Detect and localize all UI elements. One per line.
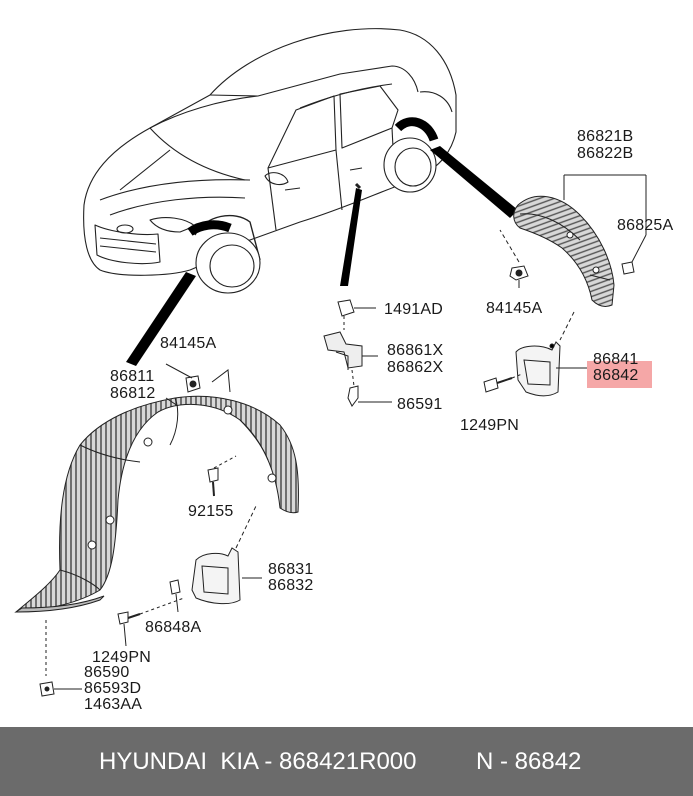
part-label-86821b[interactable]: 86821B — [577, 128, 634, 145]
part-label-86832[interactable]: 86832 — [268, 577, 314, 594]
clip-86848a — [169, 579, 181, 613]
part-label-86812[interactable]: 86812 — [110, 385, 156, 402]
rear-mud-guard — [515, 311, 590, 397]
front-guard-callout-line — [165, 397, 179, 407]
front-mud-guard — [191, 505, 262, 605]
part-label-86591[interactable]: 86591 — [397, 396, 443, 413]
part-label-86825a[interactable]: 86825A — [617, 217, 674, 234]
bracket-86861x — [323, 331, 378, 387]
part-label-86593d[interactable]: 86593D — [84, 680, 142, 697]
nut-84145a-rear — [499, 229, 529, 288]
footer-part-number: HYUNDAI KIA - 868421R000 — [99, 747, 417, 775]
fastener-86590 — [39, 620, 82, 697]
part-label-86811[interactable]: 86811 — [110, 368, 155, 385]
part-label-1463aa[interactable]: 1463AA — [84, 696, 143, 713]
part-label-86822b[interactable]: 86822B — [577, 145, 634, 162]
part-label-84145a-front[interactable]: 84145A — [160, 335, 217, 352]
part-label-1249pn-front[interactable]: 1249PN — [92, 649, 152, 666]
front-wheel-guard — [14, 395, 299, 613]
part-label-86590[interactable]: 86590 — [84, 664, 130, 681]
part-label-86842[interactable]: 86842 — [593, 367, 639, 384]
part-label-92155[interactable]: 92155 — [188, 503, 234, 520]
footer-bar: HYUNDAI KIA - 868421R000 N - 86842 — [0, 727, 693, 796]
exploded-view-drawing — [14, 28, 647, 697]
screw-92155 — [207, 455, 237, 497]
part-label-86861x[interactable]: 86861X — [387, 342, 444, 359]
callout-wedges — [126, 146, 518, 366]
part-label-86831[interactable]: 86831 — [268, 561, 314, 578]
screw-1249pn-front — [117, 597, 185, 647]
car-illustration — [83, 28, 457, 294]
part-label-1491ad[interactable]: 1491AD — [384, 301, 444, 318]
clip-86825a — [621, 261, 635, 275]
part-label-86848a[interactable]: 86848A — [145, 619, 202, 636]
nut-84145a-front — [165, 363, 231, 393]
rear-guard-callout-lines — [563, 174, 647, 263]
clip-1491ad — [337, 299, 376, 330]
part-label-86841[interactable]: 86841 — [593, 351, 639, 368]
part-label-84145a-rear[interactable]: 84145A — [486, 300, 543, 317]
screw-1249pn-rear — [483, 373, 523, 393]
selected-part-highlight — [587, 361, 652, 388]
part-label-1249pn-rear[interactable]: 1249PN — [460, 417, 520, 434]
rear-wheel-guard — [513, 195, 615, 307]
screw-86591 — [347, 385, 392, 407]
part-label-86862x[interactable]: 86862X — [387, 359, 444, 376]
footer-part-code: N - 86842 — [476, 747, 582, 775]
